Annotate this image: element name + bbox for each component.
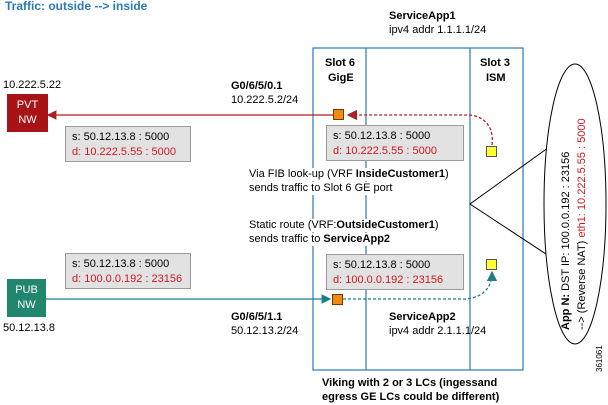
packet-box-bottom-left: s: 50.12.13.8 : 5000 d: 100.0.0.192 : 23… <box>65 253 191 289</box>
packet-box-top-right: s: 50.12.13.8 : 5000 d: 10.222.5.55 : 50… <box>326 125 464 161</box>
intf-bottom-name: G0/6/5/1.1 <box>231 311 283 323</box>
slot3-type: ISM <box>486 72 506 84</box>
packet-dst: d: 100.0.0.192 : 23156 <box>333 274 444 286</box>
packet-src: s: 50.12.13.8 : 5000 <box>72 258 170 270</box>
slot6-port-bottom <box>332 294 343 305</box>
packet-dst: d: 100.0.0.192 : 23156 <box>72 273 183 285</box>
figure-id: 361061 <box>595 345 604 372</box>
fib-note-line2: sends traffic to Slot 6 GE port <box>249 182 393 195</box>
pub-nw-line2: NW <box>17 299 36 311</box>
callout-wedge <box>469 144 553 259</box>
slot6-port-top <box>333 109 344 120</box>
static-note-post: ) <box>434 219 439 231</box>
footer-line1: Viking with 2 or 3 LCs (ingessand <box>322 377 498 389</box>
diagram-title: Traffic: outside --> inside <box>5 0 148 13</box>
intf-top-addr: 10.222.5.2/24 <box>231 94 299 106</box>
packet-src: s: 50.12.13.8 : 5000 <box>72 131 170 143</box>
service-app2-addr: ipv4 addr 2.1.1.1/24 <box>389 325 487 337</box>
slot6-label: Slot 6 <box>325 57 355 69</box>
pub-nw-ip: 50.12.13.8 <box>3 322 55 334</box>
app-n-text-line2: --> (Reverse NAT) eth1: 10.222.5.55 : 50… <box>576 118 588 330</box>
static-note-line2-pre: sends traffic to <box>249 233 324 245</box>
packet-box-top-left: s: 50.12.13.8 : 5000 d: 10.222.5.55 : 50… <box>65 126 191 162</box>
packet-dst: d: 10.222.5.55 : 5000 <box>333 145 437 157</box>
pvt-nw-block: PVT NW <box>7 94 48 132</box>
app-n-rev-addr: eth1: 10.222.5.55 : 5000 <box>576 118 588 238</box>
fib-note-line1: Via FIB look-up (VRF InsideCustomer1) <box>249 168 449 181</box>
ism-module-top <box>486 146 497 157</box>
ism-module-bottom <box>486 259 497 270</box>
app-n-ellipse <box>543 63 607 345</box>
static-note-line2: sends traffic to ServiceApp2 <box>249 233 391 246</box>
intf-top-name: G0/6/5/0.1 <box>231 80 283 92</box>
fib-note-vrf: InsideCustomer1 <box>355 168 446 180</box>
service-app1-name: ServiceApp1 <box>389 10 456 22</box>
app-n-rev-pre: --> (Reverse NAT) <box>576 237 588 330</box>
pvt-nw-line1: PVT <box>16 99 39 111</box>
packet-src: s: 50.12.13.8 : 5000 <box>333 130 431 142</box>
packet-box-bottom-right: s: 50.12.13.8 : 5000 d: 100.0.0.192 : 23… <box>326 254 464 290</box>
pvt-nw-line2: NW <box>18 114 37 126</box>
packet-src: s: 50.12.13.8 : 5000 <box>333 259 431 271</box>
app-n-text-line1: App N: DST IP: 100.0.0.192 : 23156 <box>560 152 572 330</box>
intf-bottom-addr: 50.12.13.2/24 <box>231 325 299 337</box>
pub-nw-line1: PUB <box>15 284 38 296</box>
static-note-pre: Static route (VRF: <box>249 219 337 231</box>
static-note-vrf: OutsideCustomer1 <box>336 219 435 231</box>
app-n-label: App N: <box>560 293 572 330</box>
packet-dst: d: 10.222.5.55 : 5000 <box>72 146 176 158</box>
ism-return-path <box>346 109 493 146</box>
service-app2-name: ServiceApp2 <box>389 311 456 323</box>
pvt-nw-ip: 10.222.5.22 <box>3 79 62 91</box>
chassis-outline <box>312 47 524 371</box>
fib-note-pre: Via FIB look-up (VRF <box>249 168 356 180</box>
slot3-label: Slot 3 <box>480 57 510 69</box>
service-app1-addr: ipv4 addr 1.1.1.1/24 <box>389 24 487 36</box>
app-n-dst: DST IP: 100.0.0.192 : 23156 <box>560 151 572 294</box>
slot6-type: GigE <box>328 72 354 84</box>
pub-nw-block: PUB NW <box>7 279 46 317</box>
fib-note-post: ) <box>445 168 449 180</box>
ism-forward-path <box>343 270 498 300</box>
static-note-line1: Static route (VRF:OutsideCustomer1) <box>249 219 439 232</box>
footer-line2: egress GE LCs could be different) <box>322 391 500 403</box>
static-note-target: ServiceApp2 <box>323 233 391 245</box>
